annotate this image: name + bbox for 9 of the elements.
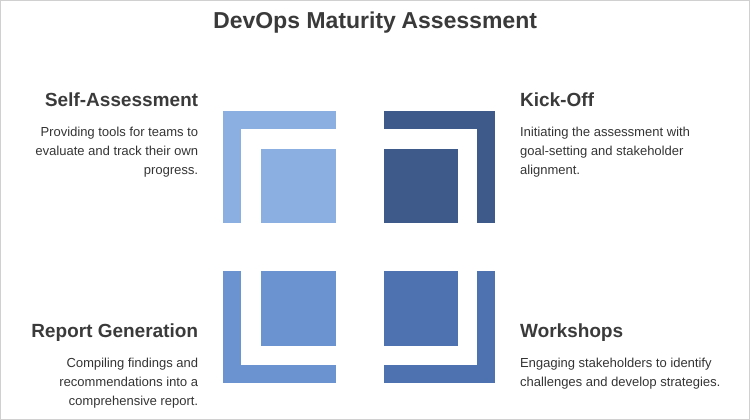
step-heading: Self-Assessment bbox=[44, 90, 198, 112]
step-description: Initiating the assessment with goal-setting and stakeholder alignment. bbox=[520, 123, 691, 179]
step-description: Providing tools for teams to evaluate and track their own progress. bbox=[34, 123, 198, 179]
step-heading: Report Generation bbox=[31, 321, 198, 343]
step-heading: Kick-Off bbox=[520, 90, 594, 112]
step-heading: Workshops bbox=[520, 321, 624, 343]
diagram-title: DevOps Maturity Assessment bbox=[213, 7, 537, 34]
step-description: Engaging stakeholders to identify challenges and develop strategies. bbox=[520, 354, 722, 391]
step-description: Compiling findings and recommendations into a comprehensive report. bbox=[58, 354, 198, 410]
